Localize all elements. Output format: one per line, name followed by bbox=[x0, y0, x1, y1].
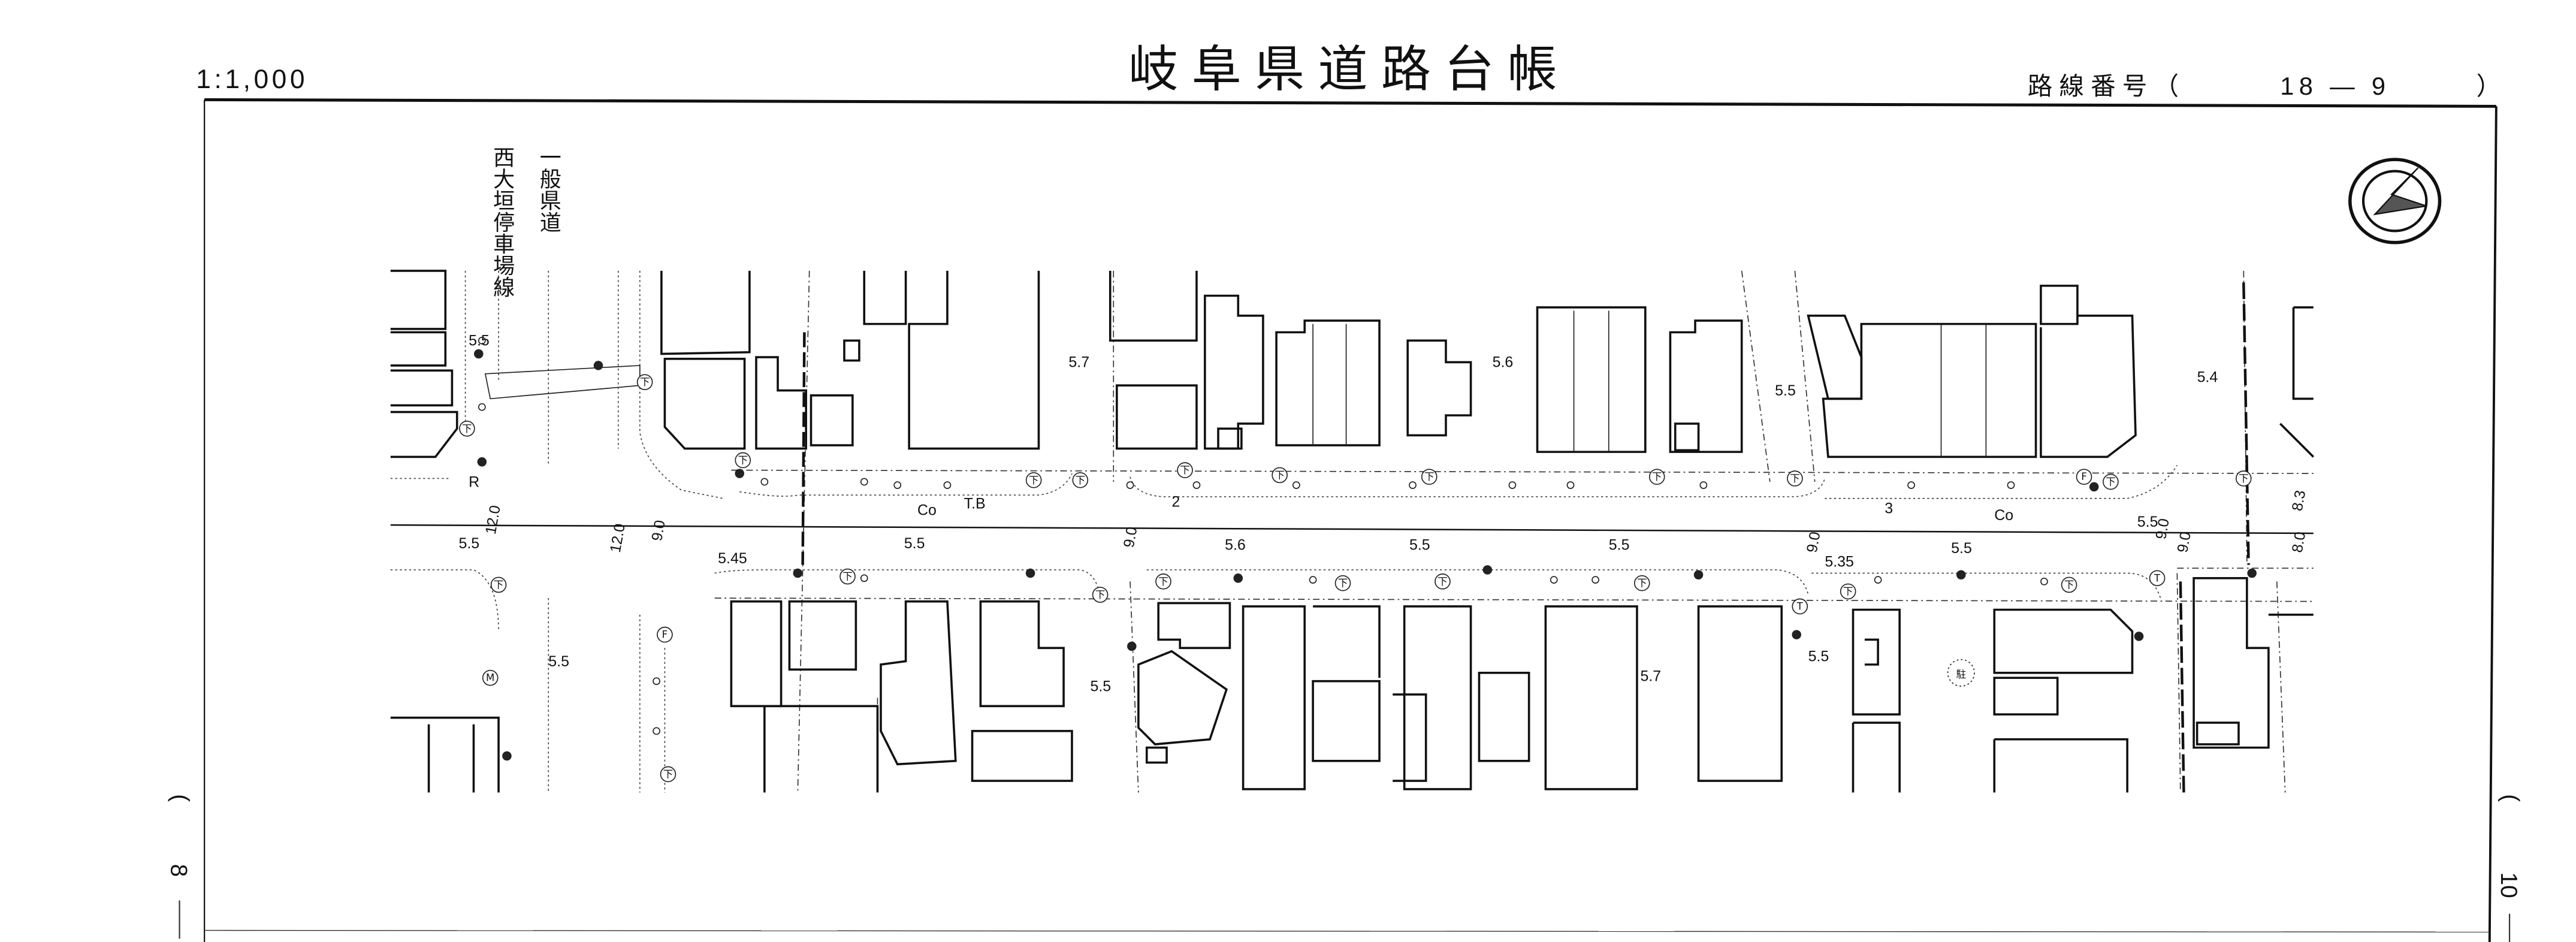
symbols-sewer-label: 下 bbox=[494, 579, 504, 590]
tb-label: T.B bbox=[964, 495, 986, 512]
map-labels-widths-7-label: 8.0 bbox=[2289, 530, 2309, 554]
symbols-telecom-label: T bbox=[1796, 601, 1804, 612]
map-labels-elev-7-label: 5.6 bbox=[1225, 537, 1246, 554]
symbols-sewer-label: 下 bbox=[1637, 578, 1647, 589]
map-labels-widths-6-label: 9.0 bbox=[2174, 530, 2194, 554]
right-page-number: 10 bbox=[2496, 872, 2521, 898]
map-labels-widths-0-label: 12.0 bbox=[482, 504, 504, 536]
segment-3-label: 3 bbox=[1885, 500, 1893, 517]
map-labels-elev-5-label: 5.5 bbox=[458, 535, 479, 552]
scale-label: 1:1,000 bbox=[196, 65, 308, 94]
symbols-sewer-label: 下 bbox=[1424, 471, 1435, 482]
map-labels-widths-4-label: 9.0 bbox=[1804, 530, 1824, 554]
route-number-close: ） bbox=[2477, 72, 2502, 100]
symbols-sewer-label: 下 bbox=[842, 571, 853, 582]
symbols-sewer-label: 下 bbox=[2106, 476, 2116, 488]
symbols-sewer-label: 下 bbox=[1438, 576, 1448, 587]
map-labels-elev-11-label: 5.5 bbox=[2137, 514, 2158, 530]
symbols-sewer-label: 下 bbox=[1843, 586, 1853, 597]
page-title: 岐阜県道路台帳 bbox=[1128, 40, 1571, 98]
map-labels-widths-1-label: 9.0 bbox=[648, 519, 669, 542]
symbols-meter-label: M bbox=[486, 672, 494, 684]
route-number-value: 18 — 9 bbox=[2280, 72, 2390, 100]
map-labels-widths-3-label: 9.0 bbox=[1121, 526, 1141, 549]
map-labels-elev-0-label: 5.5 bbox=[469, 333, 490, 349]
map-labels-elev-13-label: 5.35 bbox=[1825, 553, 1854, 570]
map-labels-elev-2-label: 5.6 bbox=[1493, 354, 1514, 371]
map-labels-widths-8-label: 8.3 bbox=[2289, 489, 2309, 512]
signal-label: R bbox=[469, 473, 479, 490]
symbols-sewer-label: 下 bbox=[1338, 578, 1348, 589]
symbols-fire-label: F bbox=[662, 629, 668, 641]
manholes bbox=[474, 336, 2257, 761]
map-labels-elev-17-label: 5.5 bbox=[1808, 648, 1829, 665]
map-labels-elev-14-label: 5.5 bbox=[548, 653, 569, 670]
map-labels-elev-8-label: 5.5 bbox=[1409, 537, 1430, 554]
symbols-sewer-label: 下 bbox=[1180, 464, 1190, 476]
route-number-label: 路線番号（ bbox=[2028, 71, 2185, 101]
map-labels-elev-16-label: 5.7 bbox=[1640, 668, 1661, 685]
symbols-sewer-label: 下 bbox=[462, 423, 472, 434]
segment-2-label: 2 bbox=[1171, 494, 1180, 511]
symbols-sewer-label: 下 bbox=[1652, 471, 1662, 482]
crossing-route-line1: 一般県道 bbox=[536, 146, 561, 233]
right-page-paren: ( bbox=[2498, 794, 2523, 802]
road-map: 下 下 下 下 下 下 下 下 下 下 下 下 下 下 下 下 下 下 下 下 … bbox=[390, 270, 2315, 793]
road-centerline bbox=[390, 524, 2314, 535]
map-labels-elev-4-label: 5.4 bbox=[2197, 369, 2218, 386]
sheet-frame bbox=[204, 98, 2498, 942]
symbols-sewer-label: 下 bbox=[1095, 589, 1106, 600]
map-labels-elev-12-label: 5.45 bbox=[718, 550, 747, 567]
conduit-label-left: Co bbox=[917, 502, 937, 518]
symbols-sewer-label: 下 bbox=[1790, 473, 1800, 484]
buildings-north bbox=[390, 270, 2315, 458]
map-labels-elev-6-label: 5.5 bbox=[904, 535, 925, 552]
symbols-fire-label: F bbox=[2081, 471, 2087, 482]
symbols-sewer-label: 下 bbox=[2239, 473, 2249, 484]
map-labels-elev-3-label: 5.5 bbox=[1775, 382, 1796, 399]
other-markers: F F M T T 駐 bbox=[482, 469, 2166, 687]
symbols-sewer-label: 下 bbox=[2064, 579, 2074, 590]
route-number: 路線番号（ 18 — 9 ） bbox=[2028, 71, 2501, 101]
symbols-telecom-label: T bbox=[2154, 572, 2161, 584]
symbols-sewer-label: 下 bbox=[663, 769, 674, 780]
parking-label: 駐 bbox=[1956, 669, 1966, 680]
north-arrow-icon bbox=[2348, 158, 2442, 244]
conduit-label-right: Co bbox=[1994, 507, 2013, 524]
map-labels-elev-9-label: 5.5 bbox=[1609, 537, 1630, 554]
map-labels-widths-2-label: 12.0 bbox=[607, 523, 629, 554]
symbols-sewer-label: 下 bbox=[1275, 469, 1285, 481]
symbols-sewer-label: 下 bbox=[640, 376, 650, 388]
map-labels: R 2 3 Co Co T.B 5.5 5.7 5.6 5.5 5.4 5.5 … bbox=[458, 333, 2309, 695]
symbols-sewer-label: 下 bbox=[1158, 576, 1168, 587]
buildings-south bbox=[390, 577, 2314, 793]
left-page-paren: ( bbox=[167, 794, 193, 802]
left-page-number: 8 bbox=[166, 864, 192, 877]
map-labels-elev-15-label: 5.5 bbox=[1090, 678, 1111, 695]
symbols-sewer-label: 下 bbox=[738, 455, 748, 466]
crossing-route-line2: 西大垣停車場線 bbox=[490, 146, 514, 297]
sewer-markers: 下 下 下 下 下 下 下 下 下 下 下 下 下 下 下 下 下 下 下 下 … bbox=[459, 374, 2252, 783]
map-labels-widths-5-label: 9.0 bbox=[2152, 517, 2173, 541]
map-labels-elev-10-label: 5.5 bbox=[1951, 540, 1972, 557]
symbols-sewer-label: 下 bbox=[1029, 475, 1039, 486]
map-labels-elev-1-label: 5.7 bbox=[1068, 354, 1089, 371]
symbols-sewer-label: 下 bbox=[1075, 475, 1085, 486]
